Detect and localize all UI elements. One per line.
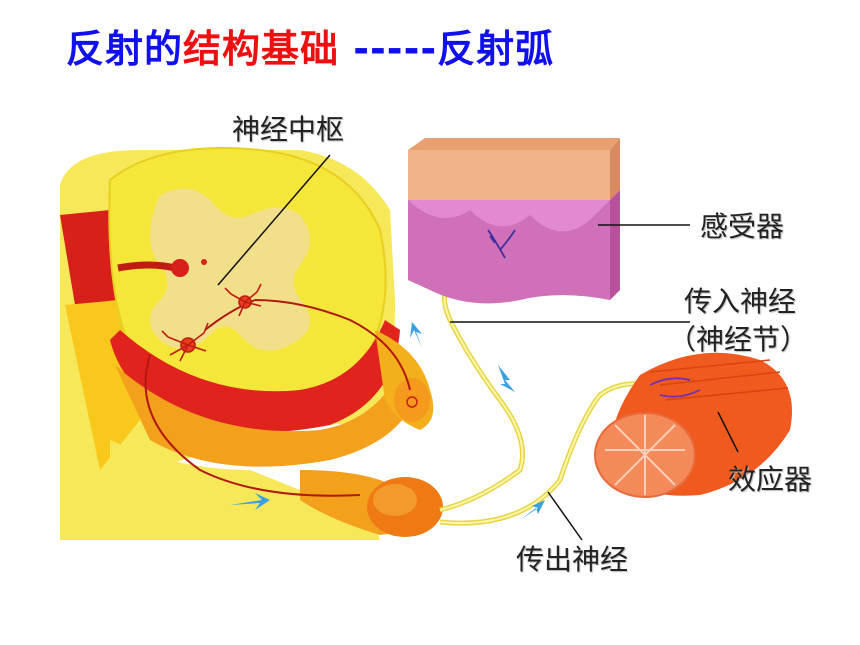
label-receptor: 感受器 <box>700 210 785 243</box>
neuron-cells <box>161 283 262 362</box>
skin-receptor <box>408 138 620 304</box>
label-efferent-nerve: 传出神经 <box>516 543 629 576</box>
spinal-cord <box>60 147 434 540</box>
title-part-reflex: 反射的 <box>66 27 184 71</box>
label-afferent-nerve: 传入神经 <box>684 285 797 318</box>
label-nerve-center: 神经中枢 <box>232 113 345 146</box>
muscle-effector <box>594 352 792 498</box>
title-part-reflex-arc: -----反射弧 <box>339 27 555 71</box>
label-ganglion: （神经节） <box>668 323 809 356</box>
flow-arrows <box>230 322 545 520</box>
ventral-root <box>300 470 443 537</box>
slide-title: 反射的结构基础 -----反射弧 <box>66 18 554 73</box>
leader-lines <box>217 154 739 541</box>
label-effector: 效应器 <box>728 463 813 496</box>
title-part-structure: 结构基础 <box>183 27 340 71</box>
